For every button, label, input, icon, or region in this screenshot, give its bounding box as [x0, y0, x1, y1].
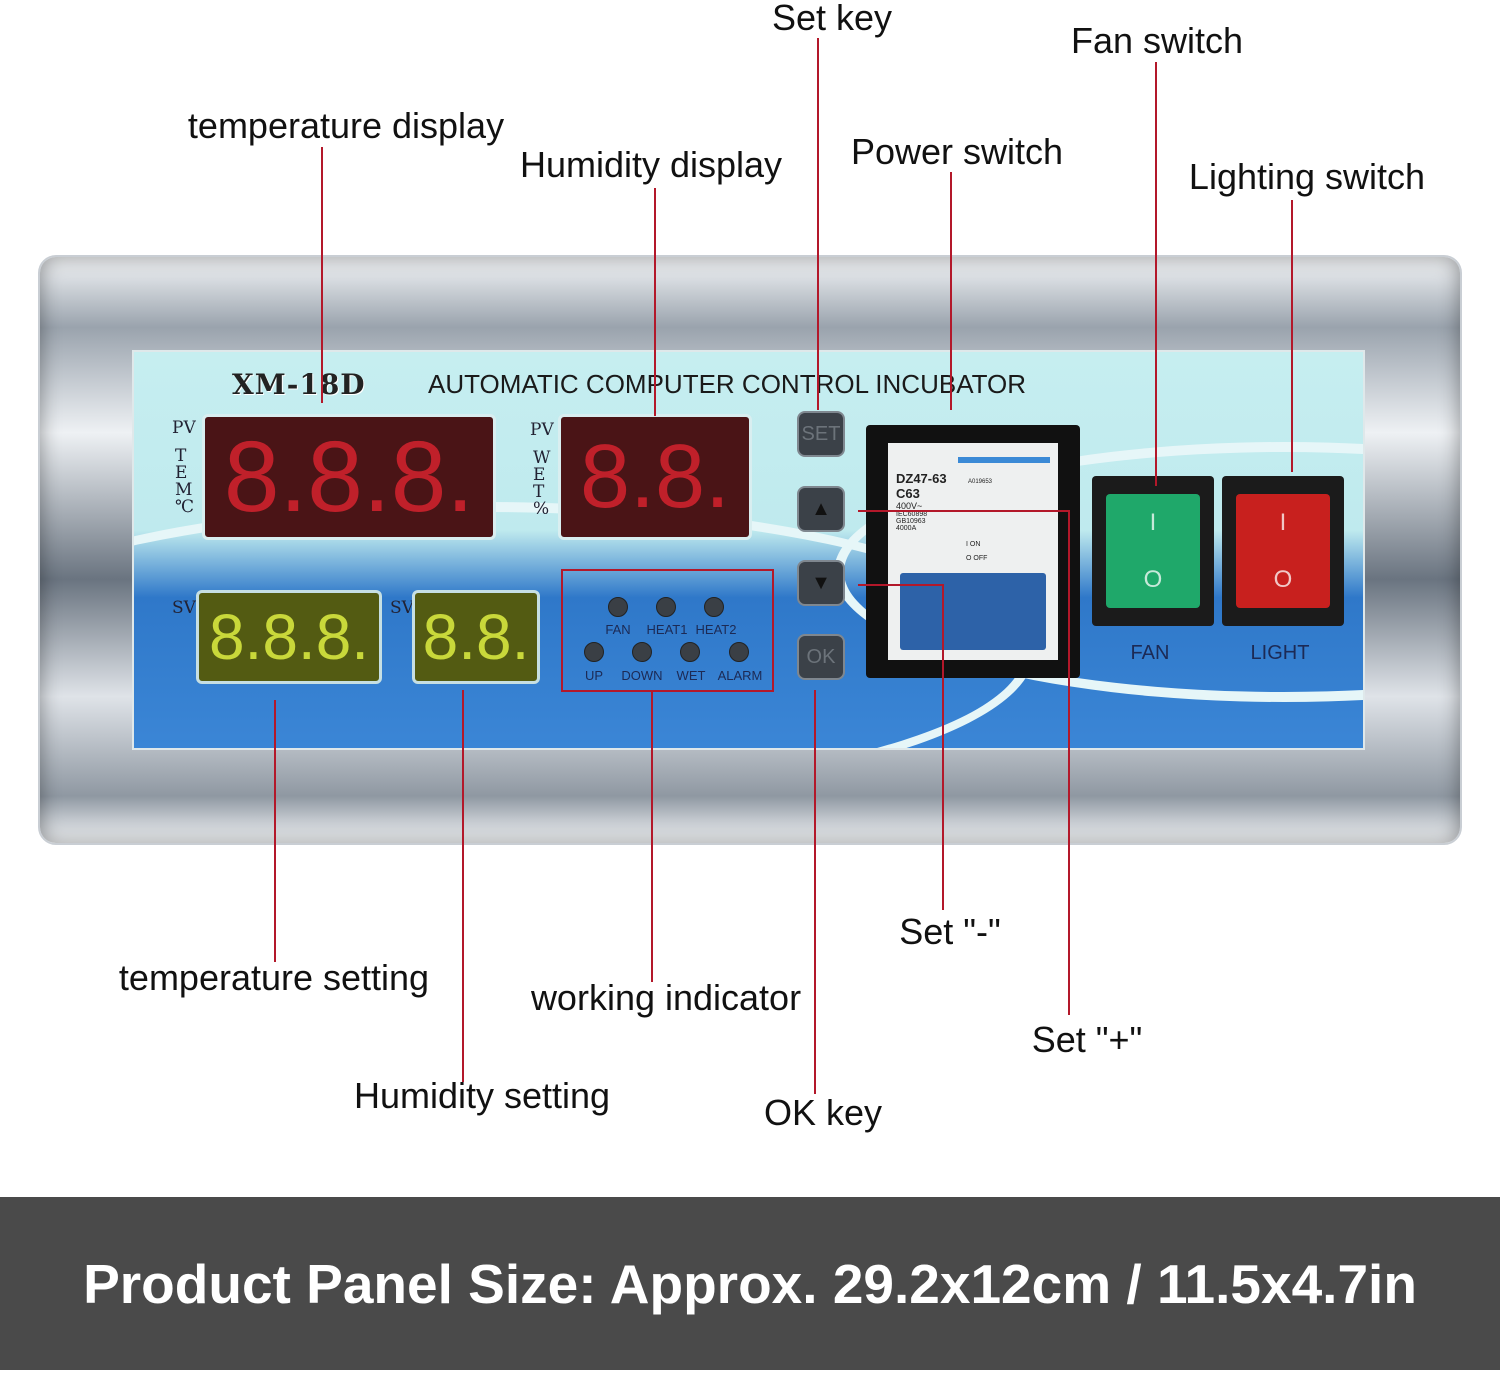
up-key[interactable]: ▲ — [797, 486, 845, 532]
heat1-led — [656, 597, 676, 617]
callout-working-indicator: working indicator — [530, 977, 802, 1018]
temperature-sv-display: 8.8.8. — [196, 590, 382, 684]
wet-letter: % — [533, 499, 550, 519]
off-mark: O — [1273, 565, 1293, 593]
leader-line — [1155, 62, 1157, 486]
humidity-sv-display: 8.8. — [412, 590, 540, 684]
led-label: HEAT2 — [695, 622, 737, 637]
callout-fan-switch: Fan switch — [1070, 20, 1244, 61]
light-label: LIGHT — [1250, 642, 1310, 664]
heat2-led — [704, 597, 724, 617]
fan-led — [608, 597, 628, 617]
model-name: XM-18D — [232, 368, 366, 401]
leader-line — [950, 172, 952, 410]
leader-line — [654, 188, 656, 416]
leader-line — [814, 690, 816, 1094]
alarm-led — [729, 642, 749, 662]
breaker-rating: C63 — [896, 486, 920, 501]
breaker-cert: A019653 — [968, 479, 993, 485]
wet-led — [680, 642, 700, 662]
breaker-off-label: O OFF — [966, 555, 988, 562]
power-breaker[interactable]: DZ47-63 C63 400V~ IEC60898 GB10963 4000A… — [866, 425, 1080, 678]
wet-letter: W — [533, 448, 551, 468]
up-led — [584, 642, 604, 662]
tem-letter: ℃ — [175, 497, 195, 517]
wet-letter: T — [533, 482, 545, 502]
callout-temperature-setting: temperature setting — [118, 957, 430, 998]
humidity-pv-display: 8.8. — [558, 414, 752, 540]
fan-label: FAN — [1130, 642, 1170, 664]
breaker-on-label: I ON — [966, 541, 981, 548]
callout-humidity-setting: Humidity setting — [353, 1075, 611, 1116]
callout-set-key: Set key — [771, 0, 893, 38]
working-indicator-box — [561, 569, 774, 692]
breaker-voltage: 400V~ — [896, 501, 923, 511]
callout-ok-key: OK key — [763, 1092, 883, 1133]
callout-set-minus: Set "-" — [899, 911, 1001, 952]
callout-lighting-switch: Lighting switch — [1188, 156, 1426, 197]
led-label: DOWN — [621, 668, 663, 683]
pv-label: PV — [172, 418, 196, 438]
sv-label: SV — [390, 598, 414, 618]
leader-line — [462, 690, 464, 1082]
pv-label: PV — [530, 420, 554, 440]
breaker-stripe — [958, 457, 1050, 463]
led-label: ALARM — [717, 668, 763, 683]
down-led — [632, 642, 652, 662]
led-label: HEAT1 — [646, 622, 688, 637]
leader-line — [858, 510, 1070, 512]
leader-line — [321, 147, 323, 403]
panel-title: AUTOMATIC COMPUTER CONTROL INCUBATOR — [428, 369, 1027, 399]
breaker-model: DZ47-63 — [896, 471, 947, 486]
led-label: FAN — [605, 622, 631, 637]
off-mark: O — [1143, 565, 1163, 593]
tem-letter: T — [175, 446, 187, 466]
callout-power-switch: Power switch — [850, 131, 1064, 172]
on-mark: I — [1149, 508, 1157, 536]
led-label: WET — [676, 668, 706, 683]
leader-line — [274, 700, 276, 962]
breaker-capacity: 4000A — [896, 525, 917, 532]
set-key[interactable]: SET — [797, 411, 845, 457]
leader-line — [817, 38, 819, 410]
breaker-face: DZ47-63 C63 400V~ IEC60898 GB10963 4000A… — [888, 443, 1058, 660]
on-mark: I — [1279, 508, 1287, 536]
temperature-pv-display: 8.8.8. — [202, 414, 496, 540]
led-label: UP — [584, 668, 604, 683]
leader-line — [651, 692, 653, 982]
leader-line — [1291, 200, 1293, 472]
breaker-standards: IEC60898 GB10963 — [896, 511, 928, 525]
callout-humidity-display: Humidity display — [519, 144, 783, 185]
size-banner: Product Panel Size: Approx. 29.2x12cm / … — [0, 1197, 1500, 1370]
tem-letter: M — [175, 480, 193, 500]
callout-set-plus: Set "+" — [1031, 1019, 1143, 1060]
leader-line — [1068, 510, 1070, 1015]
ok-key[interactable]: OK — [797, 634, 845, 680]
sv-label: SV — [172, 598, 196, 618]
callout-temperature-display: temperature display — [187, 105, 505, 146]
down-key[interactable]: ▼ — [797, 560, 845, 606]
leader-line — [858, 584, 944, 586]
tem-letter: E — [175, 463, 188, 483]
wet-letter: E — [533, 465, 546, 485]
leader-line — [942, 584, 944, 910]
